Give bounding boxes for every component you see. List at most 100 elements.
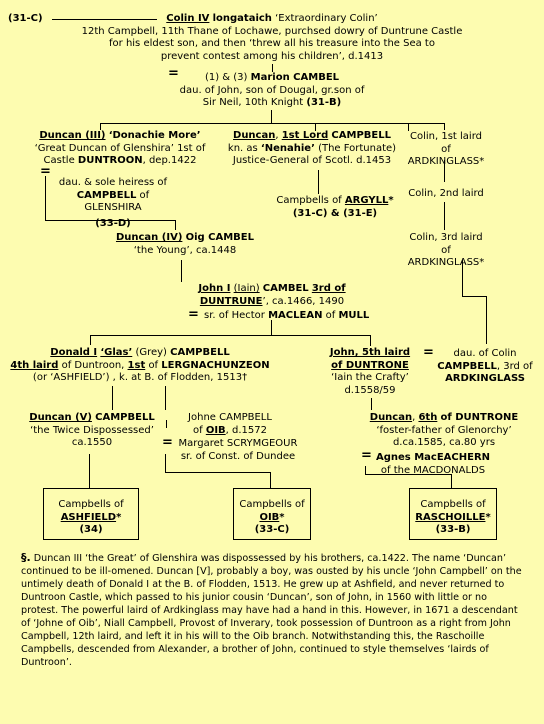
marion-prefix: (1) & (3)	[204, 72, 248, 83]
connector	[270, 472, 271, 488]
connector	[451, 474, 452, 488]
box-oib-star: *	[279, 511, 285, 523]
footnote: §. Duncan III ‘the Great’ of Glenshira w…	[21, 551, 526, 669]
ardkinglass-1-line-1: Colin, 1st laird	[410, 131, 482, 142]
box-raschoille-star: *	[485, 511, 491, 523]
john-i-sr: sr. of Hector	[204, 310, 265, 321]
footnote-mark: §.	[21, 551, 31, 564]
duncan-6-nick: ‘foster-father of Glenorchy’	[376, 424, 512, 436]
argyll-refs: (31-C) & (31-E)	[292, 207, 378, 219]
marriage-sign: =	[361, 448, 372, 463]
connector	[444, 160, 445, 182]
colin-iv-name: Colin IV	[166, 13, 210, 24]
box-ashfield-pre: Campbells of	[58, 499, 124, 510]
connector	[165, 454, 166, 472]
duncan-lord-block: Duncan, 1st Lord CAMPBELL kn. as ‘Nenahi…	[222, 130, 402, 168]
duncan-v-block: Duncan (V) CAMPBELL ‘the Twice Disposses…	[18, 412, 166, 450]
duncan-lord-fortunate: (The Fortunate)	[318, 142, 397, 154]
john-i-ord: 3rd of	[311, 283, 346, 294]
connector	[444, 123, 445, 130]
connector	[370, 335, 371, 346]
duncan-iii-dep: , dep.1422	[142, 155, 197, 166]
ardkinglass-3-block: Colin, 3rd laird of ARDKINGLASS*	[404, 232, 488, 270]
john-i-sr-place: MULL	[338, 310, 370, 321]
john-5-of: of DUNTRONE	[331, 359, 409, 371]
footnote-text: Duncan III ‘the Great’ of Glenshira was …	[21, 553, 522, 668]
duncan-v-nick: ‘the Twice Dispossessed’	[30, 424, 154, 436]
glenshira-name: CAMPBELL	[76, 189, 137, 201]
argyll-block: Campbells of ARGYLL* (31-C) & (31-E)	[270, 195, 400, 220]
connector	[45, 220, 175, 221]
connector	[318, 170, 319, 194]
donald-i-duntroon: of Duntroon,	[61, 359, 125, 371]
colin-iv-epithet: longataich	[212, 13, 272, 24]
box-ashfield-ref: (34)	[79, 524, 103, 535]
johne-block: Johne CAMPBELL of OIB, d.1572	[180, 412, 280, 437]
john-5-date: d.1558/59	[344, 384, 396, 396]
colin-iv-block: Colin IV longataich ‘Extraordinary Colin…	[72, 13, 472, 63]
ref-31c-top: (31-C)	[8, 13, 43, 24]
connector	[272, 64, 273, 72]
box-ashfield: Campbells of ASHFIELD* (34)	[43, 488, 139, 540]
marriage-sign: =	[423, 345, 434, 360]
glenshira-block: dau. & sole heiress of CAMPBELL of GLENS…	[48, 177, 178, 230]
box-oib-ref: (33-C)	[254, 524, 290, 535]
ardkinglass-1-line-2: of ARDKINGLASS*	[407, 143, 485, 168]
duncan-iv-nick: ‘the Young’	[133, 244, 190, 256]
duncan-6-name: Duncan	[369, 412, 413, 423]
connector	[462, 260, 463, 297]
connector	[371, 398, 372, 410]
duncan-lord-kn: kn. as	[227, 142, 258, 154]
ardkinglass-2: Colin, 2nd laird	[408, 188, 484, 199]
ardkinglass-1-block: Colin, 1st laird of ARDKINGLASS*	[404, 131, 488, 169]
glenshira-ref: (33-D)	[95, 217, 131, 229]
colin-dau-desc: dau. of Colin	[453, 348, 517, 359]
duncan-v-date: ca.1550	[71, 437, 113, 448]
box-raschoille-name: RASCHOILLE	[415, 511, 486, 523]
connector	[45, 176, 46, 220]
duncan-6-wife-block: Agnes MacEACHERN of the MACDONALDS	[368, 452, 498, 477]
argyll-name: ARGYLL	[344, 195, 389, 206]
duncan-iii-duntroon: DUNTROON	[77, 155, 143, 166]
duncan-lord-nick: ‘Nenahie’	[260, 142, 315, 154]
john-i-block: John I (Iain) CAMBEL 3rd of DUNTRUNE’, c…	[180, 283, 364, 308]
marriage-sign: =	[40, 164, 51, 179]
colin-iv-desc-1: 12th Campbell, 11th Thane of Lochawe, pu…	[81, 25, 463, 37]
connector	[52, 19, 157, 20]
colin-dau-ord: , 3rd of	[496, 360, 533, 372]
john-i-paren: (Iain)	[233, 283, 260, 294]
duncan-6-ord: 6th	[418, 412, 438, 423]
connector	[408, 123, 409, 131]
johne-date: , d.1572	[225, 424, 267, 436]
argyll-star: *	[388, 195, 394, 206]
connector	[90, 335, 371, 336]
colin-iv-desc-3: prevent contest among his children’, d.1…	[160, 50, 384, 62]
connector	[181, 260, 182, 282]
connector	[165, 472, 270, 473]
donald-i-grey: (Grey)	[135, 347, 167, 358]
duncan-iii-desc-1: ‘Great Duncan of Glenshira’ 1st of	[34, 142, 206, 154]
duncan-iii-block: Duncan (III) ‘Donachie More’ ‘Great Dunc…	[20, 130, 220, 168]
marion-block: (1) & (3) Marion CAMBEL dau. of John, so…	[172, 72, 372, 110]
john-i-date: ’, ca.1466, 1490	[262, 295, 345, 307]
connector	[112, 386, 113, 410]
johne-wife-name: Margaret SCRYMGEOUR	[178, 438, 298, 449]
donald-i-nick: ‘Glas’	[100, 347, 133, 358]
marion-ref: (31-B)	[306, 97, 342, 108]
donald-i-name: Donald I	[50, 347, 98, 358]
connector	[462, 296, 487, 297]
johne-wife-block: Margaret SCRYMGEOUR sr. of Const. of Dun…	[173, 438, 303, 463]
box-raschoille: Campbells of RASCHOILLE* (33-B)	[409, 488, 497, 540]
duncan-lord-surname: CAMPBELL	[331, 130, 391, 141]
donald-i-laird: 4th laird	[10, 359, 59, 371]
duncan-6-date: d.ca.1585, ca.80 yrs	[392, 437, 496, 448]
johne-name: Johne CAMPBELL	[188, 412, 272, 423]
donald-i-surname: CAMPBELL	[170, 347, 230, 358]
john-5-nick: ‘Iain the Crafty’	[331, 372, 409, 383]
box-ashfield-star: *	[116, 511, 122, 523]
john-i-sr-name: MACLEAN	[268, 310, 323, 321]
marion-name: Marion CAMBEL	[250, 72, 340, 83]
connector	[271, 110, 272, 124]
connector	[100, 123, 101, 130]
connector	[271, 320, 272, 336]
